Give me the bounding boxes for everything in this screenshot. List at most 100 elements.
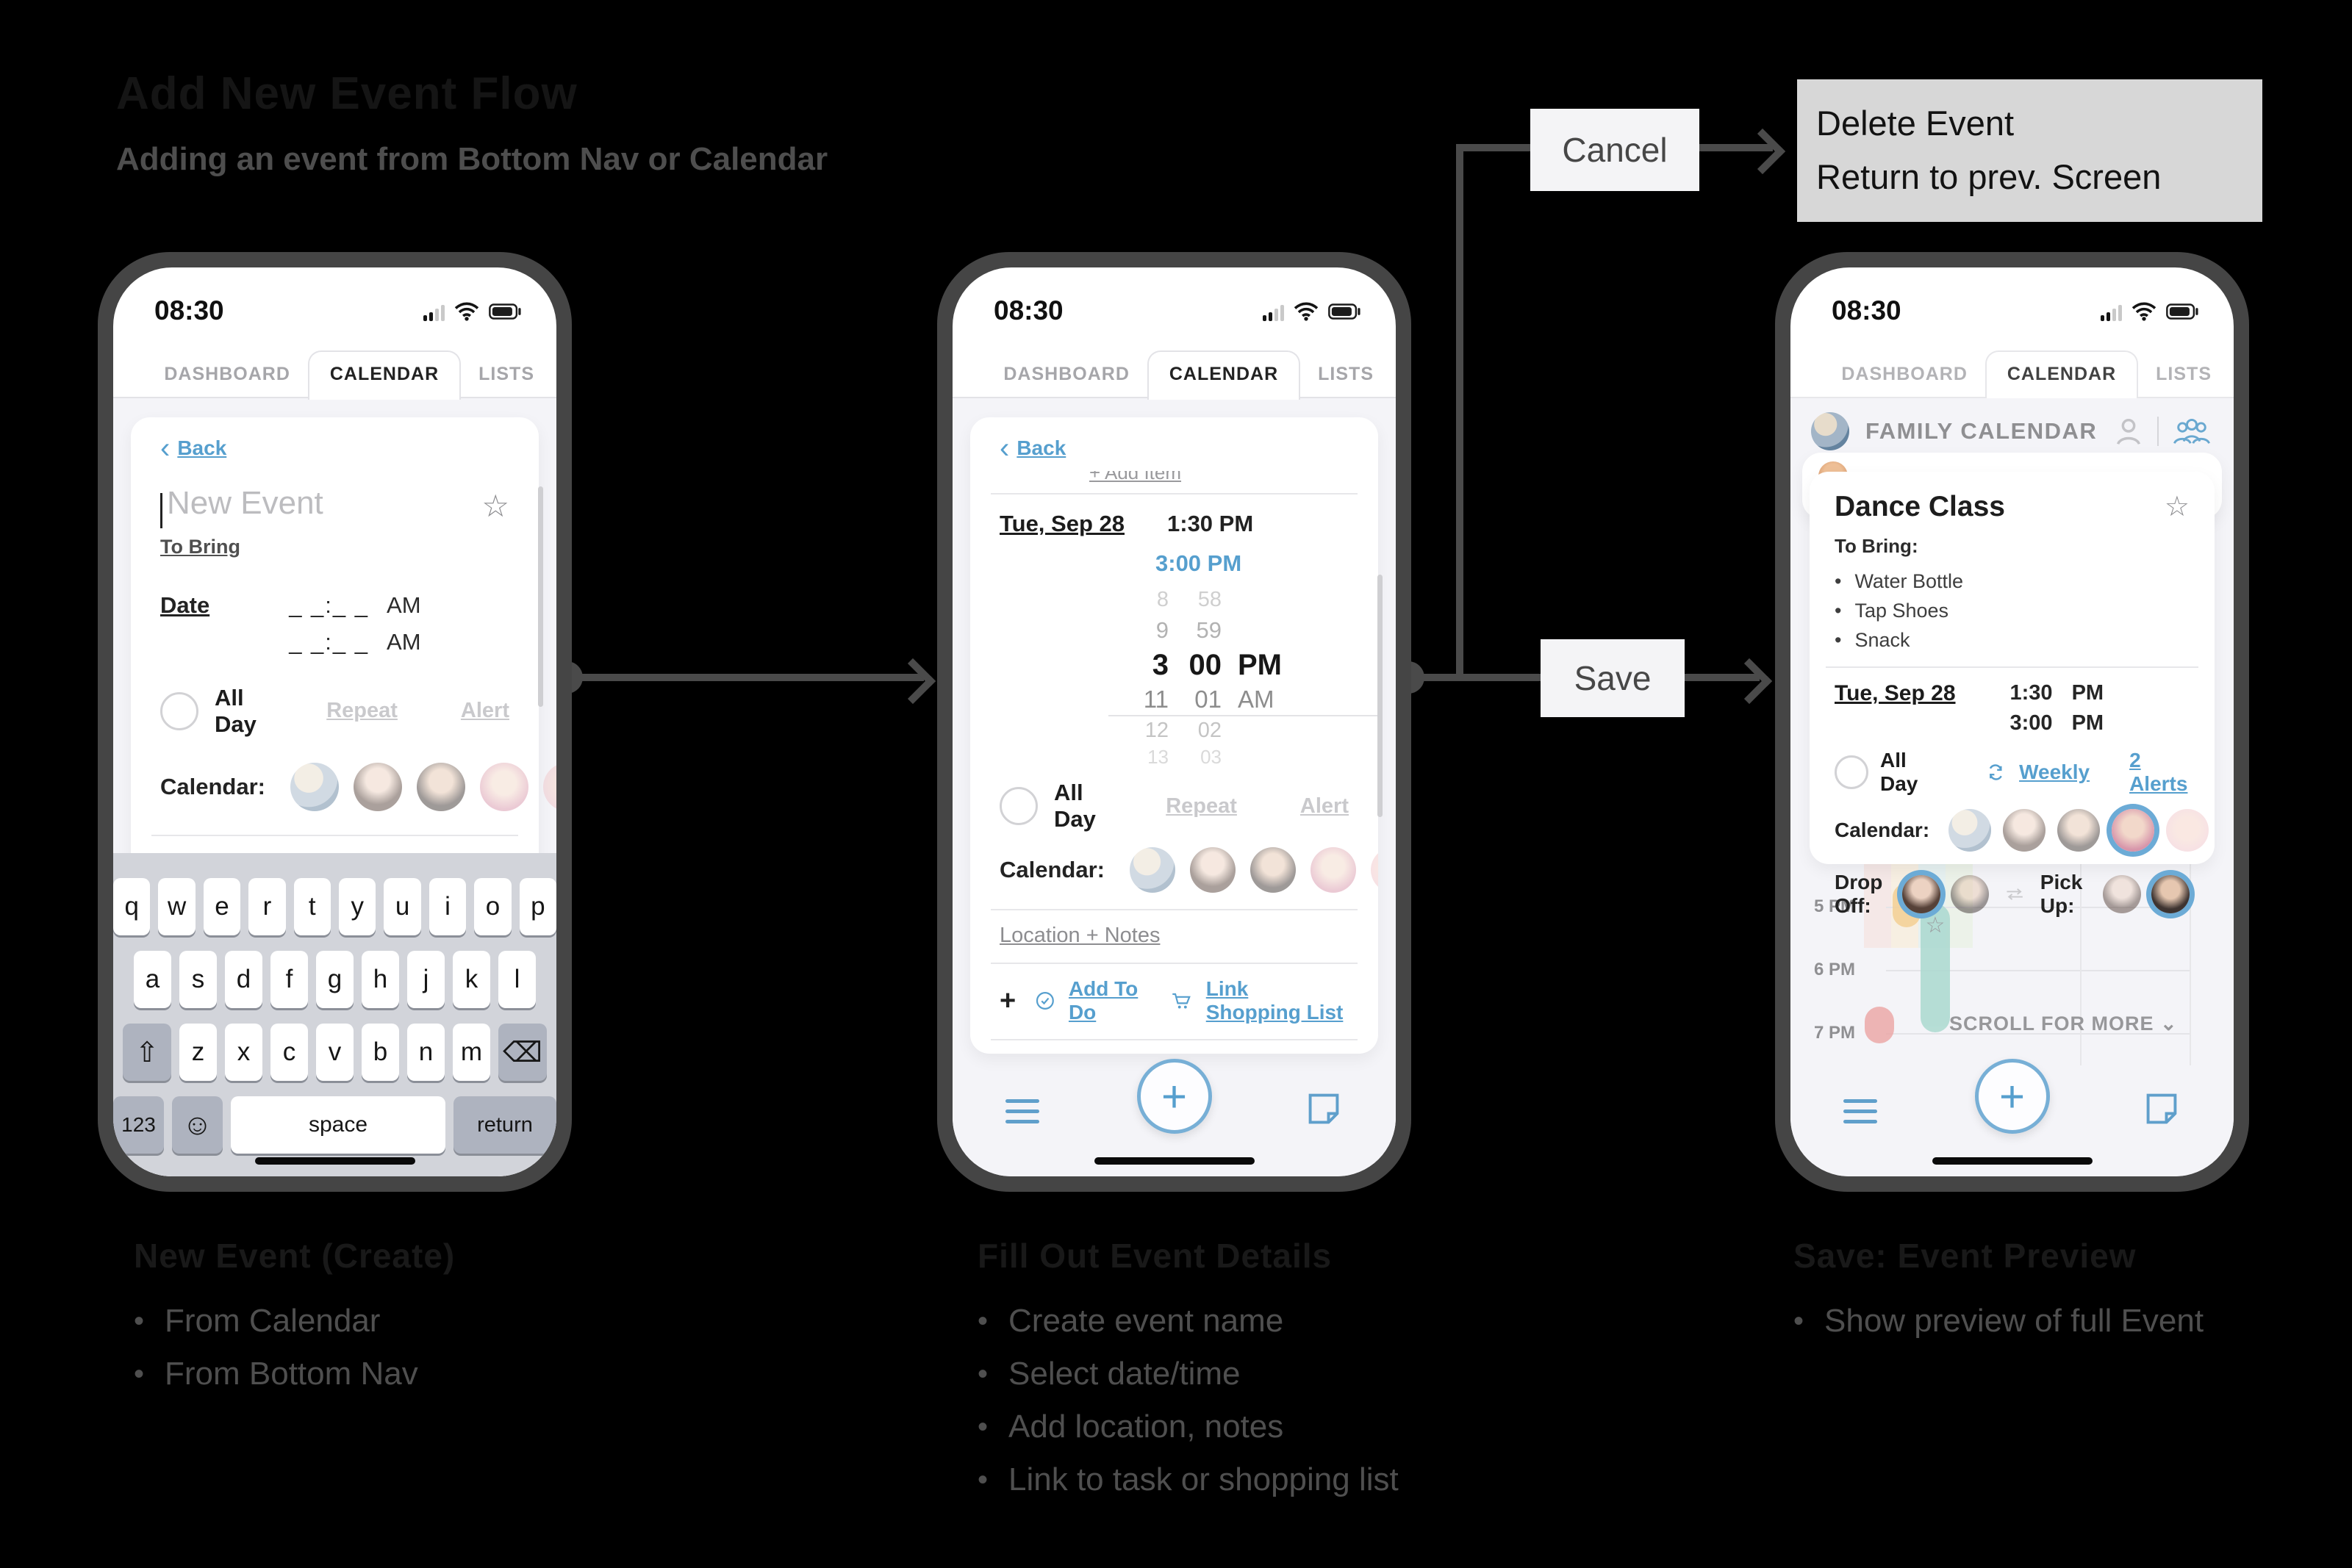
key-l[interactable]: l xyxy=(498,951,536,1008)
event-name-input[interactable]: New Event xyxy=(160,485,323,528)
person-icon[interactable] xyxy=(2112,414,2145,448)
all-day-radio[interactable] xyxy=(1000,787,1038,825)
tab-lists[interactable]: LISTS xyxy=(478,364,534,384)
avatar-family[interactable] xyxy=(1129,847,1175,893)
scrollbar[interactable] xyxy=(1377,575,1383,817)
key-i[interactable]: i xyxy=(429,878,467,935)
key-f[interactable]: f xyxy=(270,951,308,1008)
swap-icon[interactable] xyxy=(2004,882,2026,906)
location-notes-link[interactable]: Location + Notes xyxy=(1000,924,1161,947)
key-z[interactable]: z xyxy=(179,1024,217,1081)
key-w[interactable]: w xyxy=(158,878,196,935)
numbers-key[interactable]: 123 xyxy=(113,1096,165,1154)
avatar-daughter-selected[interactable] xyxy=(2112,809,2155,852)
scrollbar[interactable] xyxy=(538,486,543,707)
notes-icon[interactable] xyxy=(1305,1090,1343,1128)
key-o[interactable]: o xyxy=(474,878,512,935)
back-button[interactable]: ‹ Back xyxy=(1000,432,1066,464)
add-to-do-link[interactable]: Add To Do xyxy=(1068,977,1139,1024)
scroll-for-more[interactable]: SCROLL FOR MORE ⌄ xyxy=(1949,1013,2178,1035)
key-u[interactable]: u xyxy=(384,878,421,935)
avatar-baby[interactable] xyxy=(1370,847,1378,893)
avatar-family[interactable] xyxy=(290,762,339,811)
star-icon[interactable]: ☆ xyxy=(481,489,509,524)
tab-dashboard[interactable]: DASHBOARD xyxy=(1841,364,1968,384)
home-indicator[interactable] xyxy=(1932,1157,2093,1165)
date-link[interactable]: Tue, Sep 28 xyxy=(1835,681,1956,705)
avatar-mom-pickup[interactable] xyxy=(2103,875,2141,913)
key-h[interactable]: h xyxy=(362,951,399,1008)
key-k[interactable]: k xyxy=(453,951,490,1008)
date-link[interactable]: Tue, Sep 28 xyxy=(1000,511,1125,536)
alert-link[interactable]: Alert xyxy=(460,699,509,723)
link-shopping-list-link[interactable]: Link Shopping List xyxy=(1205,977,1344,1024)
key-n[interactable]: n xyxy=(407,1024,445,1081)
tab-calendar[interactable]: CALENDAR xyxy=(1984,350,2139,400)
key-b[interactable]: b xyxy=(362,1024,399,1081)
menu-icon[interactable] xyxy=(1005,1099,1039,1123)
avatar-baby[interactable] xyxy=(2166,809,2209,852)
all-day-radio[interactable] xyxy=(160,691,198,730)
end-time-field[interactable]: _ _:_ _ AM xyxy=(289,628,421,655)
avatar-mom[interactable] xyxy=(2003,809,2046,852)
avatar-mom-dropoff-selected[interactable] xyxy=(1901,875,1940,913)
avatar-mom[interactable] xyxy=(1189,847,1236,893)
key-v[interactable]: v xyxy=(316,1024,354,1081)
event-pill-red[interactable] xyxy=(1865,1007,1894,1043)
shift-key[interactable]: ⇧ xyxy=(123,1024,171,1081)
key-a[interactable]: a xyxy=(134,951,171,1008)
key-r[interactable]: r xyxy=(248,878,286,935)
alert-link[interactable]: Alert xyxy=(1299,794,1349,818)
avatar-daughter[interactable] xyxy=(479,762,528,811)
key-m[interactable]: m xyxy=(453,1024,490,1081)
start-time-value[interactable]: 1:30 PM xyxy=(1167,511,1254,536)
home-indicator[interactable] xyxy=(1094,1157,1255,1165)
family-avatar[interactable] xyxy=(1811,412,1849,450)
date-label[interactable]: Date xyxy=(160,591,210,618)
avatar-dad[interactable] xyxy=(2057,809,2101,852)
group-icon[interactable] xyxy=(2170,414,2213,448)
avatar-dad[interactable] xyxy=(416,762,465,811)
space-key[interactable]: space xyxy=(231,1096,445,1154)
avatar-dad[interactable] xyxy=(1250,847,1296,893)
key-g[interactable]: g xyxy=(316,951,354,1008)
plus-icon[interactable]: + xyxy=(1000,985,1017,1016)
key-x[interactable]: x xyxy=(225,1024,262,1081)
add-event-button[interactable]: + xyxy=(1974,1059,2050,1134)
tab-lists[interactable]: LISTS xyxy=(2156,364,2212,384)
back-button[interactable]: ‹ Back xyxy=(160,432,227,464)
weekly-link[interactable]: Weekly xyxy=(2019,760,2090,783)
key-c[interactable]: c xyxy=(270,1024,308,1081)
backspace-key[interactable]: ⌫ xyxy=(498,1024,547,1081)
start-time-field[interactable]: _ _:_ _ AM xyxy=(289,591,421,618)
all-day-radio[interactable] xyxy=(1835,755,1868,789)
end-time-selected[interactable]: 3:00 PM xyxy=(1155,550,1242,576)
repeat-link[interactable]: Repeat xyxy=(1166,794,1237,818)
key-j[interactable]: j xyxy=(407,951,445,1008)
tab-calendar[interactable]: CALENDAR xyxy=(1147,350,1301,400)
key-y[interactable]: y xyxy=(339,878,376,935)
return-key[interactable]: return xyxy=(453,1096,556,1154)
star-icon[interactable]: ☆ xyxy=(2164,492,2190,522)
notes-icon[interactable] xyxy=(2143,1090,2181,1128)
tab-dashboard[interactable]: DASHBOARD xyxy=(1003,364,1130,384)
key-t[interactable]: t xyxy=(293,878,331,935)
repeat-link[interactable]: Repeat xyxy=(326,699,398,723)
avatar-dad-dropoff[interactable] xyxy=(1950,875,1989,913)
key-q[interactable]: q xyxy=(113,878,151,935)
home-indicator[interactable] xyxy=(254,1157,415,1165)
key-d[interactable]: d xyxy=(225,951,262,1008)
avatar-family[interactable] xyxy=(1948,809,1992,852)
avatar-dad-pickup-selected[interactable] xyxy=(2151,875,2190,913)
key-s[interactable]: s xyxy=(179,951,217,1008)
add-event-button[interactable]: + xyxy=(1136,1059,1212,1134)
event-pill-teal[interactable]: ☆ xyxy=(1921,904,1950,1032)
alerts-link[interactable]: 2 Alerts xyxy=(2129,749,2188,795)
emoji-key[interactable]: ☺ xyxy=(172,1096,223,1154)
tab-lists[interactable]: LISTS xyxy=(1318,364,1374,384)
avatar-daughter[interactable] xyxy=(1310,847,1356,893)
tab-dashboard[interactable]: DASHBOARD xyxy=(164,364,290,384)
to-bring-link[interactable]: To Bring xyxy=(160,535,240,558)
avatar-baby[interactable] xyxy=(542,762,556,811)
